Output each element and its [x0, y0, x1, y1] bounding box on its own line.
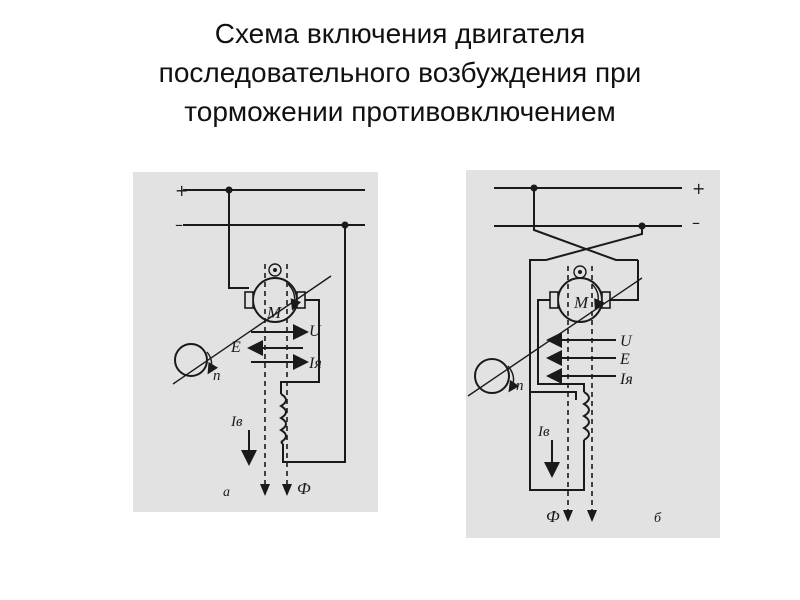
- minus-sign: –: [175, 215, 183, 234]
- field-return-wire: [529, 392, 585, 491]
- title-line-3: торможении противовключением: [184, 96, 616, 127]
- motor-rotation-arrow: [287, 283, 302, 311]
- motor-top-dot: [273, 268, 277, 272]
- crossed-wire-plus: [533, 188, 638, 261]
- voltage-label: U: [620, 333, 633, 350]
- scheme-b-caption: б: [654, 511, 662, 526]
- supply-wire-left: [228, 190, 249, 289]
- field-current-label: Iв: [230, 414, 243, 430]
- motor-label: M: [573, 293, 589, 312]
- flux-arrow-left: [260, 484, 270, 496]
- speed-arrow: [507, 365, 520, 393]
- motor-brush-left: [549, 291, 559, 309]
- emf-label: E: [619, 351, 630, 368]
- flux-label: Ф: [546, 507, 560, 526]
- minus-sign: –: [692, 213, 700, 232]
- left-brush-wire: [537, 299, 585, 392]
- page-title: Схема включения двигателя последовательн…: [0, 14, 800, 131]
- scheme-a-panel: + – M n U E: [133, 172, 378, 512]
- flux-label: Ф: [297, 479, 311, 498]
- speed-arrow: [206, 351, 219, 375]
- scheme-a-caption: а: [223, 485, 230, 500]
- motor-rotation-arrow: [591, 283, 605, 311]
- motor-top-ring: [573, 265, 587, 279]
- voltage-label: U: [309, 323, 322, 340]
- series-field-winding: [582, 391, 590, 441]
- field-current-label: Iв: [537, 424, 550, 440]
- field-winding-end: [280, 441, 284, 445]
- scheme-a-diagram: + – M n U E: [172, 181, 365, 500]
- flux-arrow-left: [563, 510, 573, 522]
- series-field-winding: [279, 393, 287, 443]
- emf-label: E: [230, 339, 241, 356]
- flux-arrow-right: [282, 484, 292, 496]
- armature-current-label: Iя: [308, 355, 322, 372]
- motor-top-dot: [578, 270, 582, 274]
- speed-label: n: [213, 368, 221, 384]
- flux-arrow-right: [587, 510, 597, 522]
- armature-to-field-wire: [280, 299, 320, 394]
- right-brush-wire: [610, 260, 639, 301]
- crossed-wire-minus: [529, 226, 643, 400]
- supply-wire-right: [282, 225, 346, 463]
- armature-current-label: Iя: [619, 371, 633, 388]
- load-wheel: [174, 343, 208, 377]
- load-wheel: [474, 358, 510, 394]
- title-line-2: последовательного возбуждения при: [158, 57, 642, 88]
- scheme-b-diagram: + – M n U E Iя: [467, 179, 705, 526]
- scheme-b-panel: + – M n U E Iя: [466, 170, 720, 538]
- shaft-line: [172, 275, 332, 385]
- plus-sign: +: [175, 181, 188, 200]
- speed-label: n: [516, 378, 524, 394]
- motor-top-ring: [268, 263, 282, 277]
- title-line-1: Схема включения двигателя: [214, 18, 586, 49]
- motor-brush-left: [244, 291, 254, 309]
- plus-sign: +: [692, 179, 705, 198]
